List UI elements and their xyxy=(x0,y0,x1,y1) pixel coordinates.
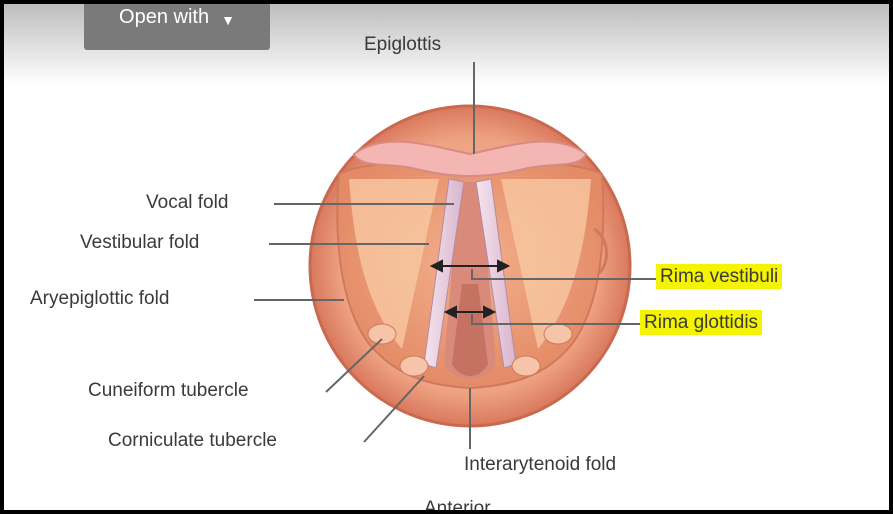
right-corniculate-tubercle xyxy=(512,356,540,376)
label-rima-vestibuli: Rima vestibuli xyxy=(656,266,782,288)
label-aryepiglottic-fold: Aryepiglottic fold xyxy=(30,288,169,310)
label-cuneiform-tubercle: Cuneiform tubercle xyxy=(88,380,249,402)
label-epiglottis: Epiglottis xyxy=(364,34,441,56)
label-rima-glottidis: Rima glottidis xyxy=(640,312,762,334)
left-corniculate-tubercle xyxy=(400,356,428,376)
label-interarytenoid-fold: Interarytenoid fold xyxy=(464,454,616,476)
right-cuneiform-tubercle xyxy=(544,324,572,344)
label-vestibular-fold: Vestibular fold xyxy=(80,232,199,254)
rima-vestibuli-highlight: Rima vestibuli xyxy=(656,264,782,289)
label-bottom-partial: Anterior xyxy=(424,498,491,510)
left-cuneiform-tubercle xyxy=(368,324,396,344)
label-vocal-fold: Vocal fold xyxy=(146,192,228,214)
rima-glottidis-highlight: Rima glottidis xyxy=(640,310,762,335)
label-corniculate-tubercle: Corniculate tubercle xyxy=(108,430,277,452)
